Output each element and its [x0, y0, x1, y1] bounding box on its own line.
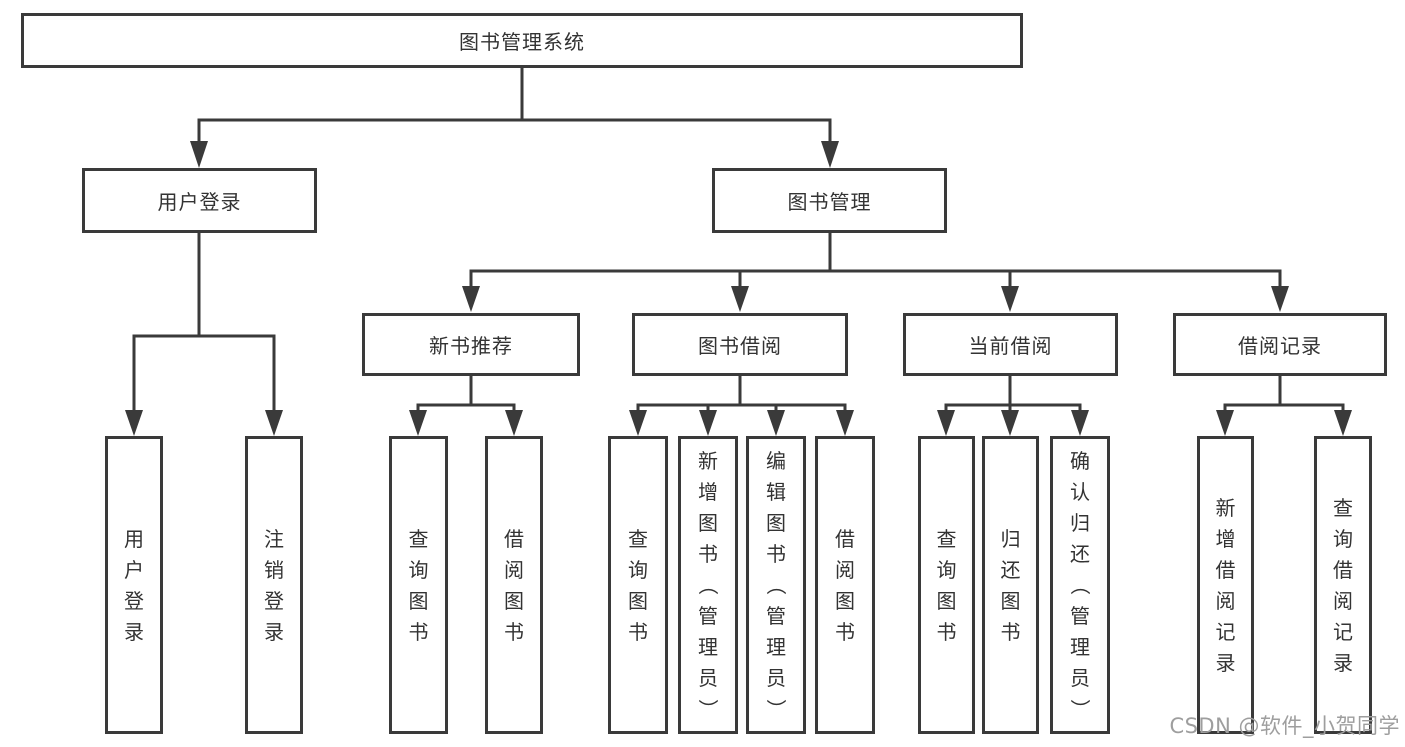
arrowhead — [1071, 410, 1089, 436]
leaf-add-books-admin-label: 新增图书（管理员） — [696, 449, 720, 719]
leaf-edit-books-admin-label: 编辑图书（管理员） — [764, 449, 788, 719]
arrowhead — [699, 410, 717, 436]
node-borrow-records: 借阅记录 — [1173, 313, 1387, 376]
node-current-borrow-label: 当前借阅 — [968, 334, 1053, 358]
leaf-user-login-label: 用户登录 — [124, 526, 144, 644]
leaf-logout-label: 注销登录 — [264, 526, 284, 644]
leaf-query-books-borrow-label: 查询图书 — [628, 526, 648, 644]
node-new-book-recommend: 新书推荐 — [362, 313, 580, 376]
node-book-management-label: 图书管理 — [787, 190, 872, 214]
node-new-book-recommend-label: 新书推荐 — [429, 334, 513, 358]
leaf-borrow-books-recommend: 借阅图书 — [485, 436, 543, 734]
leaf-borrow-books-label: 借阅图书 — [835, 526, 855, 644]
connector-current-borrow-to-leaves — [937, 375, 1089, 436]
arrowhead — [1001, 410, 1019, 436]
leaf-query-books-recommend-label: 查询图书 — [408, 526, 429, 644]
leaf-borrow-books-recommend-label: 借阅图书 — [504, 526, 524, 644]
leaf-return-books-label: 归还图书 — [1000, 526, 1021, 644]
node-current-borrow: 当前借阅 — [903, 313, 1118, 376]
arrowhead — [767, 410, 785, 436]
node-book-management: 图书管理 — [712, 168, 947, 233]
node-borrow-records-label: 借阅记录 — [1238, 334, 1322, 358]
arrowhead — [1334, 410, 1352, 436]
arrowhead — [462, 286, 480, 312]
connector-borrow-records-to-leaves — [1216, 375, 1352, 436]
leaf-add-books-admin: 新增图书（管理员） — [678, 436, 738, 734]
arrowhead — [821, 141, 839, 168]
node-library-management-system: 图书管理系统 — [21, 13, 1023, 68]
connector-new-book-to-leaves — [409, 375, 523, 436]
leaf-query-borrow-record-label: 查询借阅记录 — [1333, 495, 1353, 675]
node-book-borrow-label: 图书借阅 — [698, 334, 782, 358]
arrowhead — [1271, 286, 1289, 312]
arrowhead — [629, 410, 647, 436]
arrowhead — [1216, 410, 1234, 436]
leaf-query-books-current: 查询图书 — [918, 436, 975, 734]
connector-user-login-to-leaves — [125, 232, 283, 436]
leaf-query-books-current-label: 查询图书 — [936, 526, 957, 644]
arrowhead — [125, 410, 143, 436]
leaf-user-login: 用户登录 — [105, 436, 163, 734]
arrowhead — [505, 410, 523, 436]
connector-book-mgmt-to-level3 — [462, 232, 1289, 312]
leaf-return-books: 归还图书 — [982, 436, 1039, 734]
connector-root-to-level2 — [190, 67, 839, 168]
arrowhead — [937, 410, 955, 436]
node-user-login: 用户登录 — [82, 168, 317, 233]
connector-book-borrow-to-leaves — [629, 375, 854, 436]
leaf-add-borrow-record-label: 新增借阅记录 — [1215, 495, 1236, 675]
arrowhead — [1001, 286, 1019, 312]
leaf-confirm-return-admin: 确认归还（管理员） — [1050, 436, 1110, 734]
csdn-watermark: CSDN @软件_小贺同学 — [1169, 714, 1400, 738]
leaf-confirm-return-admin-label: 确认归还（管理员） — [1068, 449, 1092, 719]
leaf-edit-books-admin: 编辑图书（管理员） — [746, 436, 806, 734]
node-library-management-system-label: 图书管理系统 — [459, 30, 585, 54]
arrowhead — [265, 410, 283, 436]
node-book-borrow: 图书借阅 — [632, 313, 848, 376]
leaf-logout: 注销登录 — [245, 436, 303, 734]
leaf-borrow-books: 借阅图书 — [815, 436, 875, 734]
node-user-login-label: 用户登录 — [157, 190, 242, 214]
arrowhead — [731, 286, 749, 312]
arrowhead — [409, 410, 427, 436]
arrowhead — [836, 410, 854, 436]
leaf-add-borrow-record: 新增借阅记录 — [1197, 436, 1254, 734]
leaf-query-books-borrow: 查询图书 — [608, 436, 668, 734]
arrowhead — [190, 141, 208, 168]
leaf-query-books-recommend: 查询图书 — [389, 436, 448, 734]
leaf-query-borrow-record: 查询借阅记录 — [1314, 436, 1372, 734]
